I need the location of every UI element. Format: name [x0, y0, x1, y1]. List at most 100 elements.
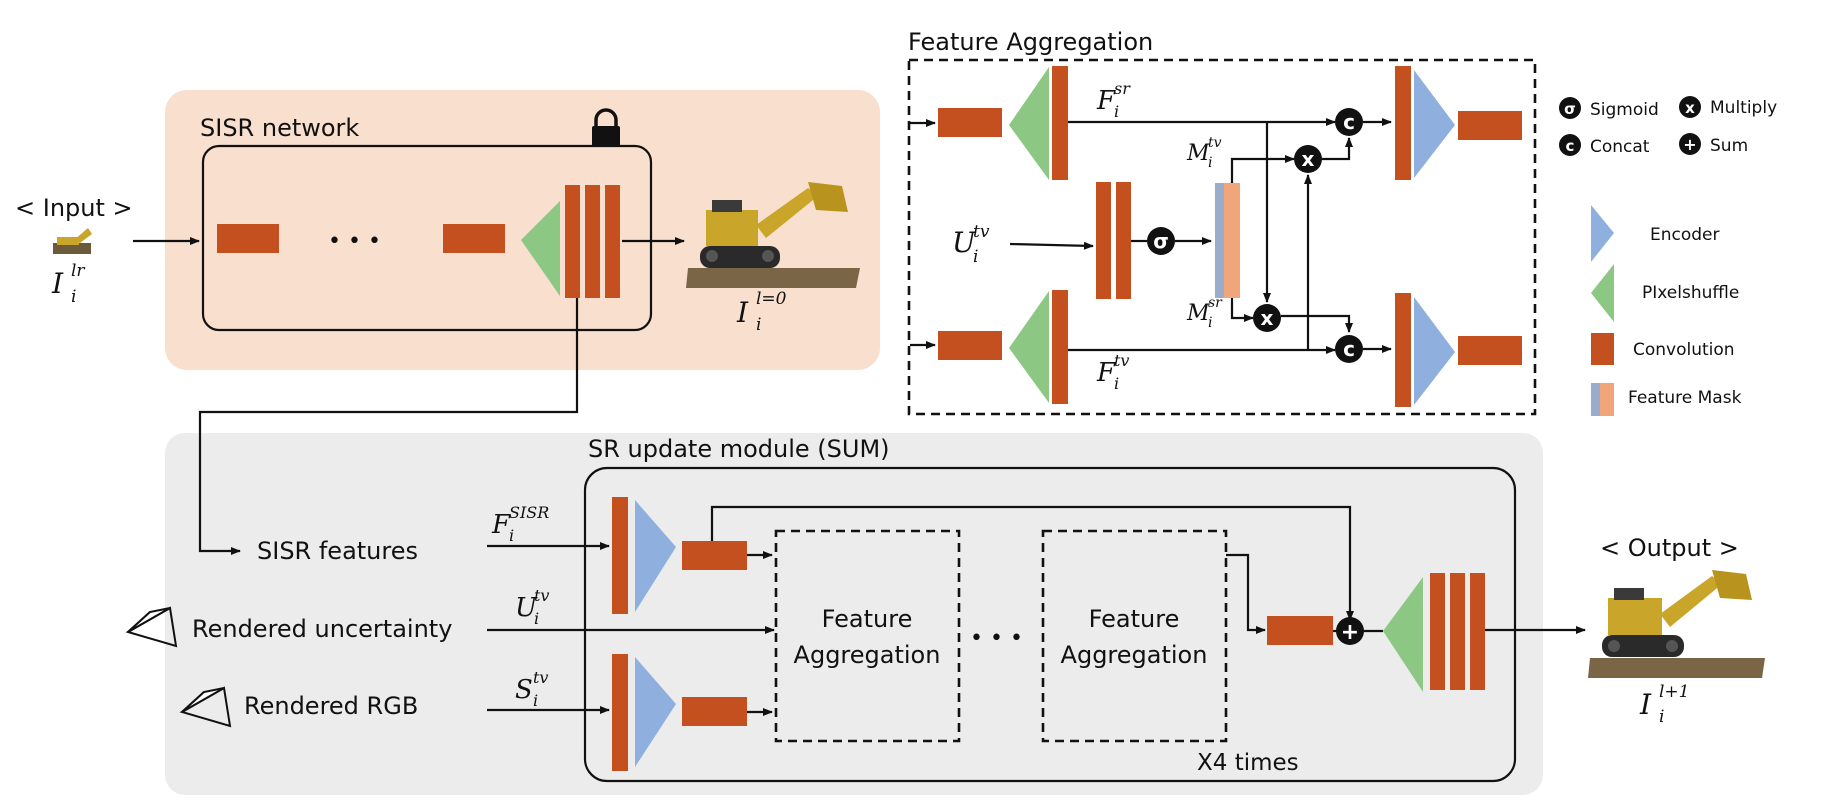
legend-sum-glyph: +: [1683, 135, 1696, 154]
fa-conv-block-out-top: [1458, 111, 1522, 140]
sum-conv-block-top: [682, 541, 747, 570]
rendered-rgb-label: Rendered RGB: [244, 692, 418, 720]
legend-pixelshuffle-icon: [1591, 264, 1614, 322]
svg-text:i: i: [1114, 102, 1119, 121]
fa-multiply-bottom: [1253, 304, 1281, 332]
sisr-title: SISR network: [200, 114, 359, 142]
sisr-ellipsis: • • •: [328, 229, 381, 254]
sisr-output-label: I i l=0: [736, 289, 787, 335]
sisr-panel-background: [165, 90, 880, 370]
camera-icon-uncertainty: [125, 606, 178, 648]
svg-text:M: M: [1186, 301, 1210, 326]
fa-multiply-top: [1294, 145, 1322, 173]
input-label: I i lr: [51, 261, 85, 307]
svg-text:i: i: [534, 609, 539, 628]
lock-icon: [592, 108, 620, 147]
symbol-S-tv: S i tv: [515, 668, 548, 710]
svg-text:S: S: [515, 675, 533, 705]
out-pixelshuffle: [1383, 577, 1423, 692]
symbol-U-tv: U i tv: [515, 586, 549, 628]
out-conv-bar-3: [1470, 573, 1485, 690]
arrow-skip-to-sum: [710, 505, 1354, 621]
legend-multiply-label: Multiply: [1710, 98, 1777, 118]
legend-feature-mask-icon-orange: [1600, 383, 1614, 416]
sisr-features-label: SISR features: [257, 537, 418, 565]
fa-multiply-top-glyph: x: [1302, 147, 1315, 171]
rendered-uncertainty-label: Rendered uncertainty: [192, 615, 452, 643]
fa-box-2-line2: Aggregation: [1061, 641, 1208, 669]
arrow-fa2-to-conv: [1226, 553, 1266, 634]
svg-text:I: I: [51, 267, 64, 300]
fa-conv-block-out-bottom: [1458, 336, 1522, 365]
svg-text:i: i: [71, 287, 76, 307]
fa-multiply-bottom-glyph: x: [1261, 306, 1274, 330]
out-conv-bar-2: [1450, 573, 1465, 690]
svg-text:tv: tv: [533, 668, 548, 687]
fa-ellipsis: • • •: [970, 626, 1023, 651]
legend-sum-icon: [1679, 133, 1701, 155]
fa-concat-bottom-glyph: c: [1343, 337, 1355, 361]
fa-concat-bottom: [1335, 335, 1363, 363]
svg-text:i: i: [509, 526, 514, 545]
symbol-F-sisr: F i SISR: [491, 503, 549, 545]
fa-encoder-bottom: [1414, 297, 1455, 405]
svg-text:tv: tv: [534, 586, 549, 605]
fa-sigmoid-glyph: σ: [1153, 229, 1169, 253]
sisr-conv-bar-1: [565, 185, 580, 298]
fa-feature-mask-blue: [1215, 183, 1224, 298]
sum-conv-bar-top: [612, 497, 628, 614]
svg-text:sr: sr: [1114, 79, 1131, 98]
fa-conv-block-top: [938, 108, 1002, 137]
input-title: < Input >: [15, 194, 133, 222]
input-image-thumbnail: [53, 228, 92, 254]
legend-feature-mask-icon-blue: [1591, 383, 1600, 416]
sum-panel-background: [165, 433, 1543, 795]
svg-text:i: i: [973, 247, 978, 267]
svg-text:l+1: l+1: [1659, 682, 1690, 702]
svg-text:lr: lr: [71, 261, 85, 281]
repeat-label: X4 times: [1197, 750, 1299, 776]
sisr-conv-bar-2: [585, 185, 600, 298]
fa-box-1-line1: Feature: [822, 605, 913, 633]
sum-encoder-bottom: [635, 657, 676, 767]
sum-op-circle: [1336, 617, 1364, 645]
svg-text:tv: tv: [1114, 351, 1129, 370]
svg-text:l=0: l=0: [756, 289, 787, 309]
fa-box-2-line1: Feature: [1089, 605, 1180, 633]
output-label: I i l+1: [1639, 682, 1690, 727]
svg-text:i: i: [1659, 707, 1664, 727]
legend-convolution-icon: [1591, 333, 1614, 365]
legend-multiply-icon: [1679, 96, 1701, 118]
fa-box-2: [1041, 529, 1228, 743]
fa-detail-title: Feature Aggregation: [908, 28, 1153, 56]
sisr-conv-block-1: [217, 224, 279, 253]
sisr-conv-bar-3: [605, 185, 620, 298]
svg-text:i: i: [1208, 155, 1212, 171]
fa-conv-bar-out-top: [1395, 66, 1411, 180]
fa-symbol-F-tv: F i tv: [1096, 351, 1129, 393]
fa-symbol-M-sr: M i sr: [1186, 295, 1223, 331]
sisr-output-bulldozer-image: [686, 182, 860, 288]
output-bulldozer-image: [1588, 570, 1765, 678]
fa-feature-mask-orange: [1224, 183, 1240, 298]
fa-symbol-U-tv: U i tv: [952, 222, 990, 267]
fa-conv-bar-top: [1052, 66, 1068, 180]
fa-symbol-M-tv: M i tv: [1186, 135, 1222, 171]
sum-encoder-top: [635, 500, 676, 612]
fa-mid-conv-bar-1: [1096, 182, 1111, 299]
legend-concat-label: Concat: [1590, 137, 1650, 157]
legend-sigmoid-glyph: σ: [1564, 100, 1576, 118]
fa-mul-top-to-concat: [1322, 137, 1353, 161]
sum-op-glyph: +: [1341, 620, 1359, 645]
svg-text:I: I: [736, 296, 749, 329]
svg-text:F: F: [1096, 358, 1116, 388]
svg-text:SISR: SISR: [509, 503, 549, 522]
arrow-sisr-to-features: [198, 298, 579, 555]
legend-pixelshuffle-label: PIxelshuffle: [1642, 283, 1739, 303]
svg-text:tv: tv: [1208, 135, 1222, 151]
output-title: < Output >: [1600, 534, 1739, 562]
legend-sigmoid-label: Sigmoid: [1590, 100, 1659, 120]
fa-conv-bar-bottom: [1052, 290, 1068, 404]
legend-encoder-icon: [1591, 205, 1614, 262]
